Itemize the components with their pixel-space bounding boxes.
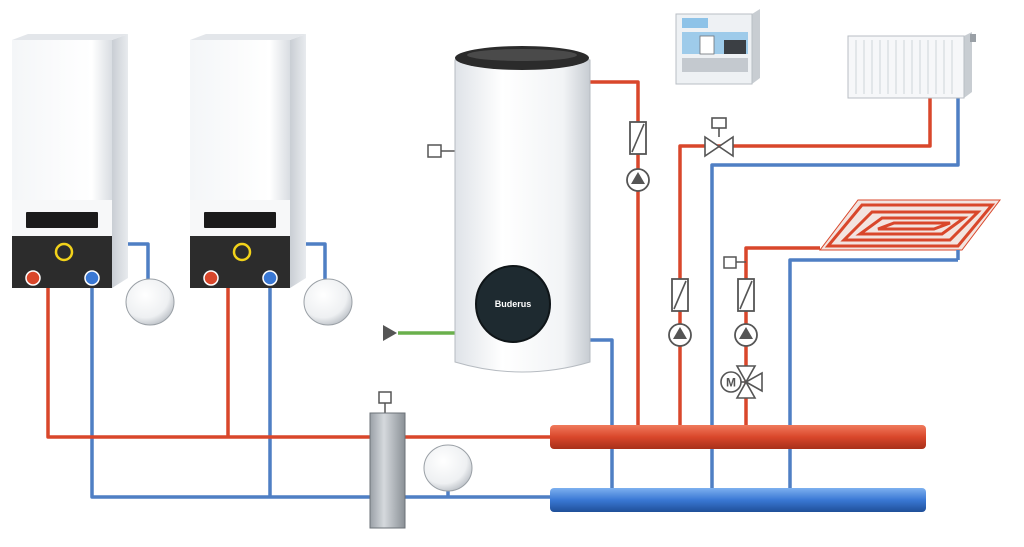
radiator-body xyxy=(847,35,965,99)
separator-body xyxy=(369,412,406,529)
mixing-valve-motor-icon xyxy=(720,371,742,393)
controller-display xyxy=(682,18,708,28)
floor-heating-circuit: M xyxy=(720,256,763,399)
boiler-2 xyxy=(190,34,306,288)
boiler-1-side xyxy=(112,34,128,288)
boiler-2-gas-connection-icon xyxy=(232,242,252,262)
mixing-valve-motor-label: M xyxy=(726,376,736,390)
system-expansion-vessel-icon xyxy=(423,444,473,492)
boiler-2-side xyxy=(290,34,306,288)
tank-lid-shine xyxy=(467,49,577,61)
boiler-1-gas-connection-icon xyxy=(54,242,74,262)
floor-heating-coil-icon xyxy=(824,203,996,248)
tank-return-pipe xyxy=(590,338,614,500)
radiator-side xyxy=(964,32,972,98)
mixing-valve-icon: M xyxy=(720,365,763,399)
boiler-1-display-panel xyxy=(26,212,98,228)
tank-inspection-cover xyxy=(475,265,551,343)
hydraulic-separator xyxy=(369,391,406,529)
floor-sensor-icon xyxy=(723,256,737,269)
flow-header xyxy=(550,425,926,449)
control-unit xyxy=(675,9,760,85)
boiler-1-flow-connection-icon xyxy=(25,270,41,286)
boiler-2-vessel-pipe xyxy=(305,242,327,280)
controller-dark-module xyxy=(724,40,746,54)
underfloor-heating xyxy=(818,199,1002,260)
boiler-1-vessel-pipe xyxy=(128,242,150,280)
floor-return-pipe xyxy=(788,258,958,500)
radiator-fins xyxy=(855,40,953,94)
return-pipes xyxy=(90,96,960,500)
boiler-1 xyxy=(12,34,128,288)
boiler-2-display-panel xyxy=(204,212,276,228)
floor-flow-pipe xyxy=(744,246,820,437)
boiler-1-top xyxy=(12,34,128,40)
separator-sensor-icon xyxy=(378,391,392,404)
cold-water-inlet-arrow-icon xyxy=(383,325,397,341)
tank-flow-pipe xyxy=(590,80,640,437)
boiler-2-expansion-vessel-icon xyxy=(303,278,353,326)
boiler-2-casing xyxy=(190,40,290,200)
boiler-1-return-connection-icon xyxy=(84,270,100,286)
boiler-1-flow-pipe xyxy=(46,282,370,439)
boiler-2-flow-connection-icon xyxy=(203,270,219,286)
boiler-2-return-connection-icon xyxy=(262,270,278,286)
tank-brand-badge: Buderus xyxy=(495,299,532,309)
controller-side xyxy=(752,9,760,84)
boiler-1-return-pipe xyxy=(90,282,370,499)
controller-module-icon xyxy=(699,35,715,55)
boiler-1-expansion-vessel-icon xyxy=(125,278,175,326)
hot-water-storage-tank: Buderus xyxy=(427,46,591,373)
return-header xyxy=(550,488,926,512)
radiator-return-pipe xyxy=(710,96,960,500)
controller-terminal-strip xyxy=(682,58,748,72)
boiler-1-casing xyxy=(12,40,112,200)
panel-radiator xyxy=(847,32,976,99)
tank-sensor-icon xyxy=(427,144,442,158)
zone-valve-icon xyxy=(704,117,734,158)
radiator-valve-icon xyxy=(970,34,976,42)
boiler-2-top xyxy=(190,34,306,40)
radiator-circuit xyxy=(668,117,734,347)
tank-charge-circuit xyxy=(626,121,650,192)
